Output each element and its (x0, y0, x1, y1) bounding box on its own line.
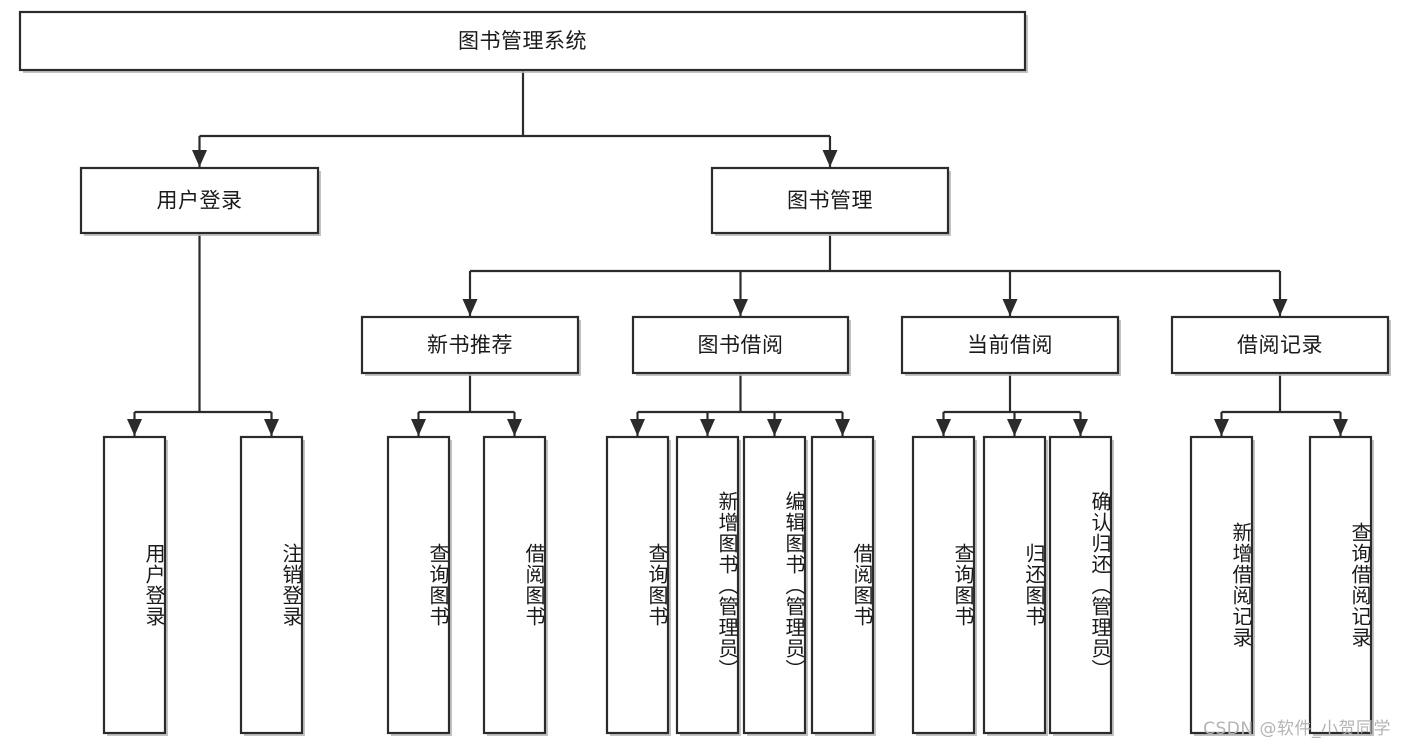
arrow-head-icon-bookmanage-to-new-book-rec (462, 299, 478, 316)
arrow-head-icon-user-login-to-leaf-user-logout (264, 419, 279, 436)
node-label-root: 图书管理系统 (458, 29, 587, 53)
node-box-book-manage[interactable] (710, 166, 950, 235)
node-box-borrow-record[interactable] (1170, 315, 1390, 375)
node-box-current-borrow[interactable] (900, 315, 1120, 375)
node-box-leaf-cur-return-book[interactable] (982, 435, 1047, 735)
arrow-head-icon-book-borrow-to-leaf-borrow-edit-book (767, 419, 782, 436)
arrow-head-icon-current-borrow-to-leaf-cur-query-book (936, 419, 951, 436)
arrow-head-icon-book-borrow-to-leaf-borrow-add-book (700, 419, 715, 436)
node-box-leaf-borrow-edit-book[interactable] (742, 435, 807, 735)
node-label-new-book-rec: 新书推荐 (427, 333, 513, 357)
arrow-head-icon-new-book-rec-to-leaf-rec-borrow-book (507, 419, 522, 436)
connectors-layer (127, 70, 1348, 436)
node-box-user-login[interactable] (79, 166, 320, 235)
arrow-head-icon-borrow-record-to-leaf-rec-add-record (1214, 419, 1229, 436)
arrow-head-icon-new-book-rec-to-leaf-rec-query-book (411, 419, 426, 436)
node-box-book-borrow[interactable] (631, 315, 850, 375)
node-box-leaf-rec-query-book[interactable] (386, 435, 451, 735)
node-box-leaf-borrow-borrow-book[interactable] (810, 435, 875, 735)
node-label-current-borrow: 当前借阅 (967, 333, 1053, 357)
node-box-leaf-user-logout[interactable] (239, 435, 304, 735)
node-box-leaf-cur-query-book[interactable] (911, 435, 976, 735)
arrow-head-icon-bookmanage-to-current-borrow (1002, 299, 1018, 316)
node-box-leaf-rec-borrow-book[interactable] (482, 435, 547, 735)
node-box-leaf-rec-add-record[interactable] (1189, 435, 1254, 735)
node-box-leaf-borrow-add-book[interactable] (675, 435, 740, 735)
arrow-head-icon-user-login-to-leaf-user-login (127, 419, 142, 436)
node-label-book-manage: 图书管理 (787, 189, 873, 213)
node-label-user-login: 用户登录 (157, 189, 243, 213)
node-label-book-borrow: 图书借阅 (698, 333, 784, 357)
csdn-watermark: CSDN @软件_小贺同学 (1203, 719, 1391, 739)
arrow-head-icon-current-borrow-to-leaf-cur-confirm-return (1073, 419, 1088, 436)
node-box-root[interactable] (18, 10, 1027, 72)
arrow-head-icon-book-borrow-to-leaf-borrow-query-book (630, 419, 645, 436)
node-box-leaf-cur-confirm-return[interactable] (1048, 435, 1113, 735)
arrow-head-icon-root-to-book-manage (822, 150, 838, 167)
node-boxes-layer (18, 10, 1391, 736)
node-box-leaf-user-login[interactable] (102, 435, 167, 735)
arrow-head-icon-bookmanage-to-book-borrow (733, 299, 748, 316)
node-box-leaf-borrow-query-book[interactable] (605, 435, 670, 735)
arrow-head-icon-borrow-record-to-leaf-rec-query-record (1333, 419, 1348, 436)
arrow-head-icon-current-borrow-to-leaf-cur-return-book (1007, 419, 1022, 436)
node-box-new-book-rec[interactable] (360, 315, 580, 375)
arrow-head-icon-book-borrow-to-leaf-borrow-borrow-book (835, 419, 850, 436)
arrow-head-icon-bookmanage-to-borrow-record (1272, 299, 1288, 316)
node-label-borrow-record: 借阅记录 (1237, 333, 1323, 357)
node-box-leaf-rec-query-record[interactable] (1308, 435, 1373, 735)
arrow-head-icon-root-to-user-login (192, 150, 207, 167)
